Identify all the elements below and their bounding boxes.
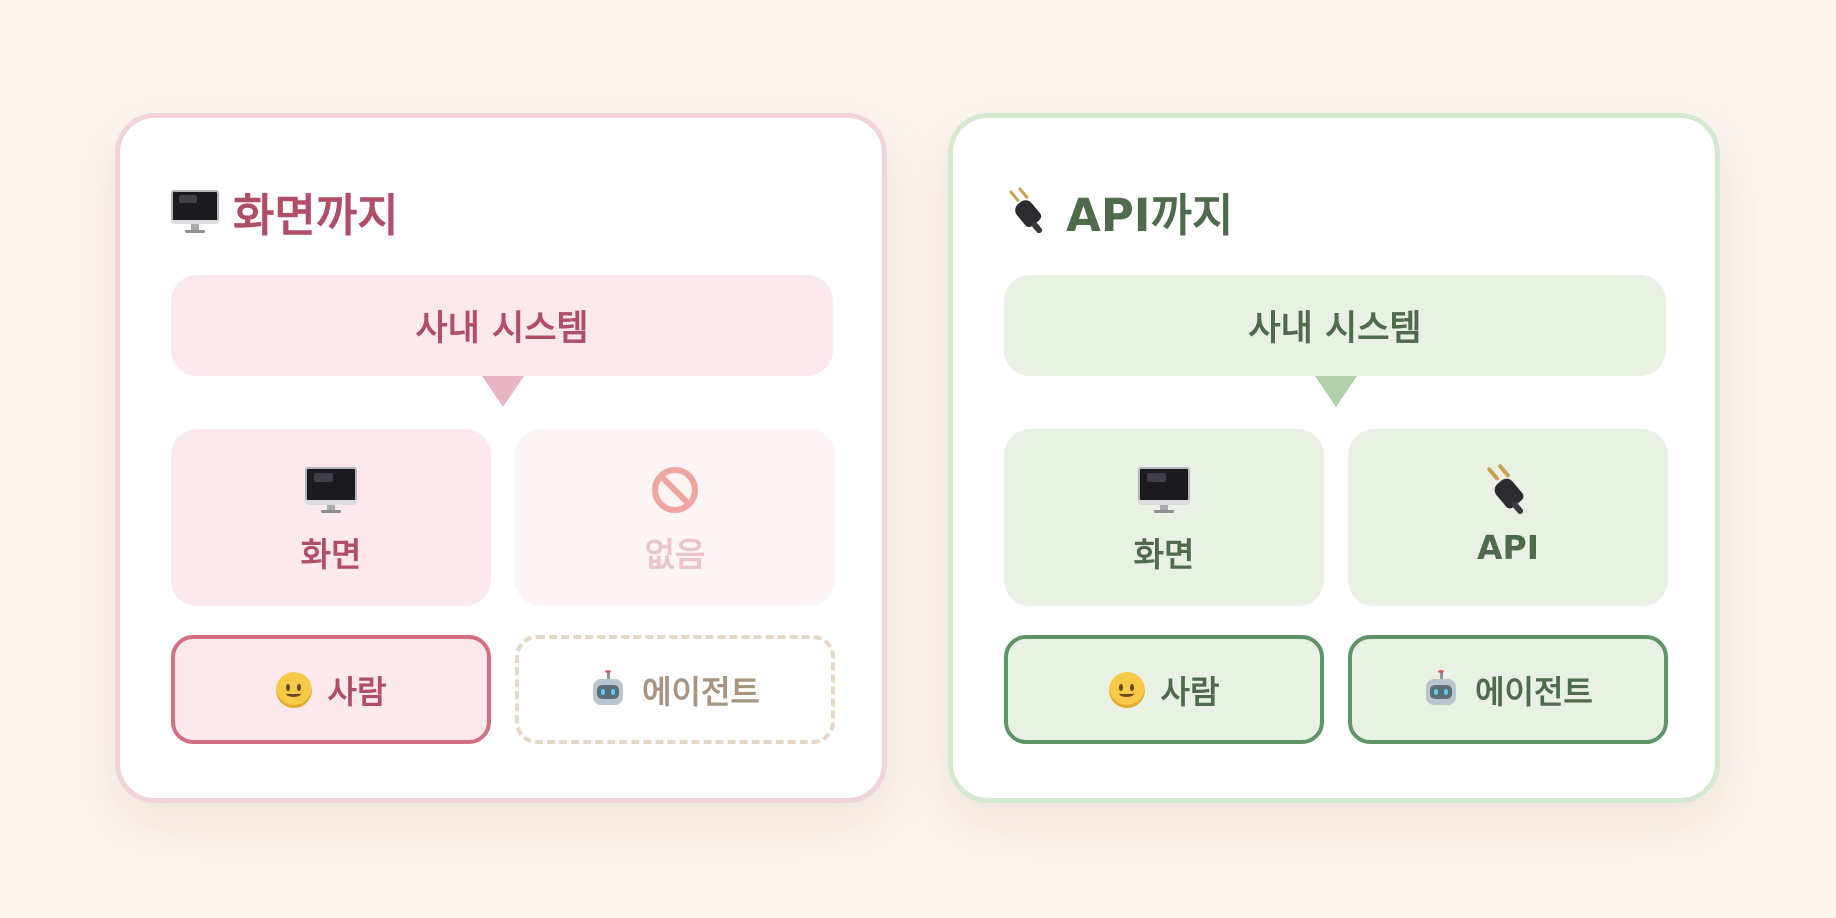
actor-person-box: 사람 (1004, 635, 1324, 744)
desktop-computer-icon (1138, 464, 1190, 516)
desktop-computer-icon (171, 187, 219, 235)
actor-person-label: 사람 (327, 672, 387, 711)
panel-api: API까지 사내 시스템 화면 API 사람 에이전트 (948, 113, 1720, 803)
interface-screen-label: 화면 (1133, 535, 1195, 574)
smiling-face-icon (1108, 671, 1145, 708)
interface-api-label: API (1476, 528, 1539, 567)
prohibited-icon (649, 464, 701, 516)
internal-system-label: 사내 시스템 (1248, 309, 1422, 349)
interface-none-label: 없음 (644, 535, 706, 574)
smiling-face-icon (275, 671, 312, 708)
interface-screen-box: 화면 (171, 429, 491, 606)
internal-system-box: 사내 시스템 (1004, 275, 1666, 376)
actor-agent-label: 에이전트 (642, 672, 760, 711)
electric-plug-icon (1004, 186, 1052, 235)
desktop-computer-icon (305, 464, 357, 516)
interface-api-box: API (1348, 429, 1668, 606)
actor-agent-box: 에이전트 (1348, 635, 1668, 744)
electric-plug-icon (1482, 463, 1534, 516)
down-arrow-icon (1315, 376, 1357, 407)
internal-system-box: 사내 시스템 (171, 275, 833, 376)
actor-agent-label: 에이전트 (1475, 672, 1593, 711)
actor-person-box: 사람 (171, 635, 491, 744)
panel-title-text: 화면까지 (233, 188, 399, 242)
actor-agent-box: 에이전트 (515, 635, 835, 744)
robot-icon (590, 669, 626, 708)
down-arrow-icon (482, 376, 524, 407)
panel-title: API까지 (1004, 181, 1234, 242)
internal-system-label: 사내 시스템 (415, 309, 589, 349)
robot-icon (1423, 669, 1459, 708)
panel-title-text: API까지 (1066, 188, 1234, 242)
panel-title: 화면까지 (171, 181, 399, 242)
actor-person-label: 사람 (1160, 672, 1220, 711)
interface-screen-box: 화면 (1004, 429, 1324, 606)
panel-screen-only: 화면까지 사내 시스템 화면 없음 사람 에이전트 (115, 113, 887, 803)
interface-none-box: 없음 (515, 429, 835, 606)
interface-screen-label: 화면 (300, 535, 362, 574)
